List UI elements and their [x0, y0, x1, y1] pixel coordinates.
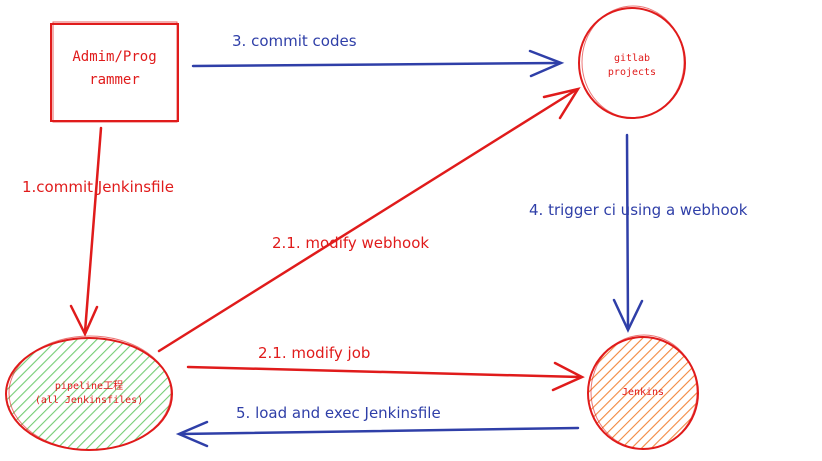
admin-node-label: Admim/Prog rammer	[51, 46, 178, 92]
admin-node-line1: Admim/Prog	[72, 49, 157, 65]
admin-node-line2: rammer	[89, 72, 140, 88]
edge-label-commit-jenkinsfile: 1.commit Jenkinsfile	[22, 178, 174, 196]
gitlab-node	[578, 5, 686, 119]
edge-trigger-ci	[612, 133, 644, 333]
edge-commit-codes	[191, 49, 565, 78]
edge-label-modify-job: 2.1. modify job	[258, 344, 371, 362]
edge-load-exec	[175, 420, 580, 448]
gitlab-node-line2: projects	[607, 67, 657, 78]
pipeline-node-line2: (all Jenkinsfiles)	[34, 395, 144, 406]
pipeline-node-label: pipeline工程 (all Jenkinsfiles)	[19, 380, 159, 408]
pipeline-node-line1: pipeline工程	[54, 381, 124, 392]
edge-label-trigger-ci: 4. trigger ci using a webhook	[529, 201, 748, 219]
pipeline-node	[5, 335, 173, 451]
edge-commit-jenkinsfile	[69, 126, 103, 337]
edge-modify-webhook	[157, 87, 581, 353]
edge-label-load-exec: 5. load and exec Jenkinsfile	[236, 404, 441, 422]
gitlab-node-label: gitlab projects	[592, 52, 672, 80]
jenkins-node-label: Jenkins	[621, 387, 665, 398]
gitlab-node-line1: gitlab	[613, 53, 651, 64]
jenkins-node	[587, 334, 699, 450]
edge-label-commit-codes: 3. commit codes	[232, 32, 357, 50]
admin-node	[50, 21, 179, 123]
edge-modify-job	[186, 361, 585, 392]
edge-label-modify-webhook: 2.1. modify webhook	[272, 234, 430, 252]
